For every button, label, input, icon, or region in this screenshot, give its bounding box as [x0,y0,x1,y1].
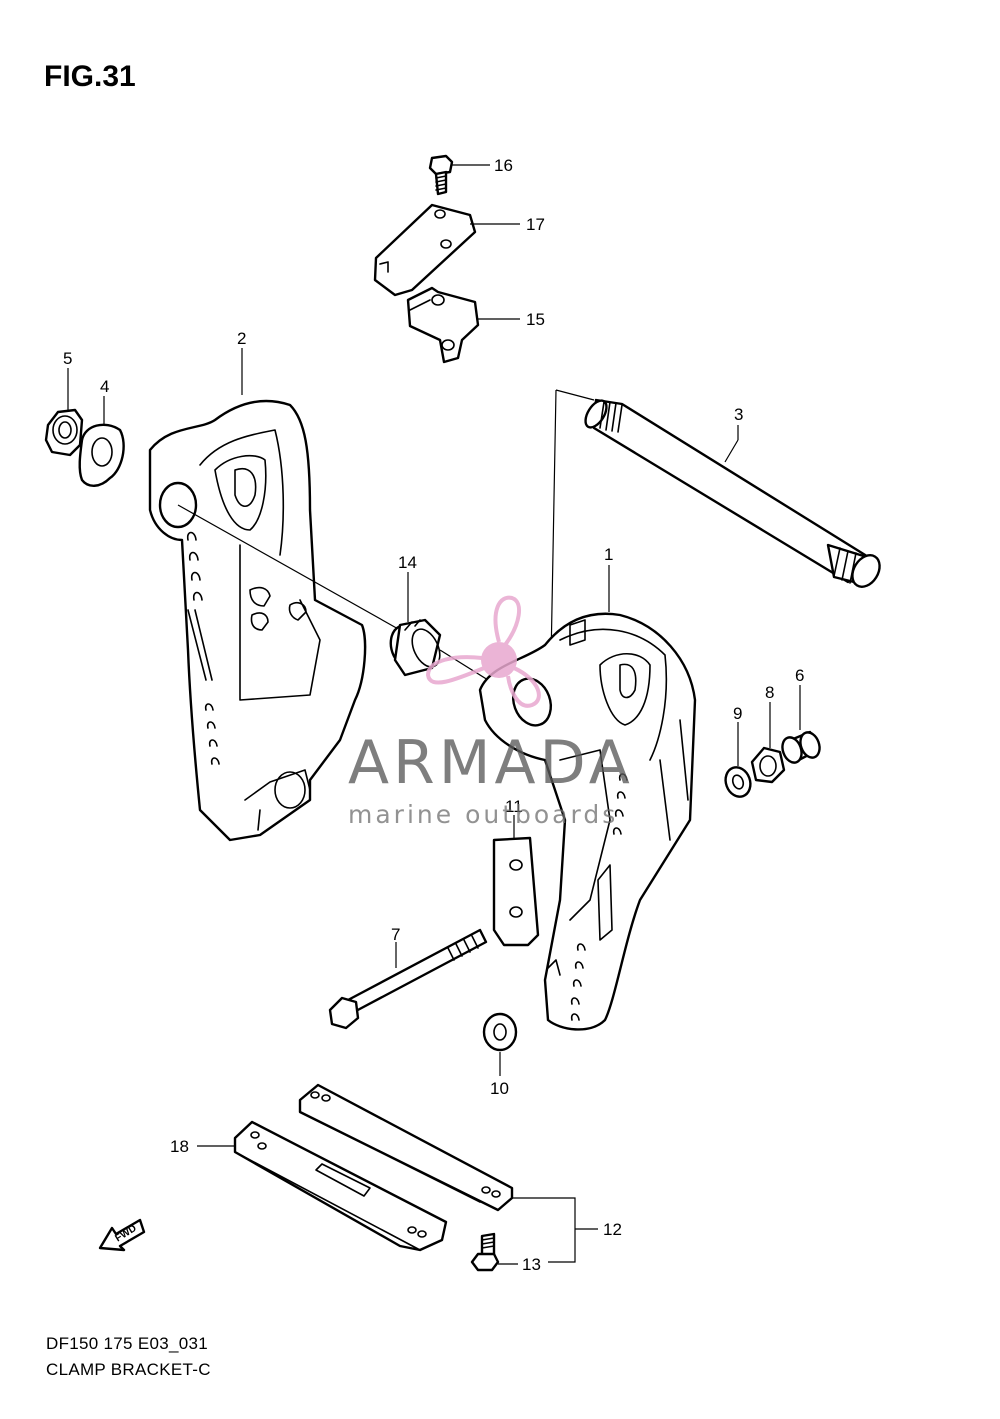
part-2-clamp-bracket [148,399,367,842]
part-9-washer [724,766,752,798]
part-10-washer [482,1012,518,1052]
callout-1: 1 [604,545,613,564]
callout-12: 12 [603,1220,622,1239]
part-11-spacer-plate [492,836,540,947]
part-18-pad [233,1120,448,1252]
callout-8: 8 [765,683,774,702]
diagram-caption: CLAMP BRACKET-C [46,1360,211,1379]
part-3-shaft [584,398,881,588]
part-14-bushing [389,618,442,677]
callout-16: 16 [494,156,513,175]
watermark-brand: ARMADA [348,728,634,798]
figure-title: FIG.31 [44,60,136,93]
callout-labels: 1 2 3 4 5 6 7 8 9 10 11 12 13 14 15 16 1… [63,156,804,1274]
callout-4: 4 [100,377,109,396]
callout-6: 6 [795,666,804,685]
part-7-bolt [328,928,488,1030]
callout-11: 11 [505,797,523,816]
part-4-gasket [78,423,125,487]
watermark-tagline: marine outboards [348,800,619,829]
watermark-logo-icon [425,595,541,708]
callout-10: 10 [490,1079,509,1098]
callout-9: 9 [733,704,742,723]
fwd-arrow-icon: FWD [98,1218,146,1252]
part-5-nut [44,408,84,457]
part-8-nut [750,746,786,784]
callout-2: 2 [237,329,246,348]
leader-lines [67,164,801,1265]
callout-3: 3 [734,405,743,424]
callout-13: 13 [522,1255,541,1274]
callout-5: 5 [63,349,72,368]
part-17-plate [373,203,477,297]
part-6-collar [781,730,821,764]
part-13-bolt [470,1232,500,1272]
callout-18: 18 [170,1137,189,1156]
diagram-code: DF150 175 E03_031 [46,1334,209,1353]
callout-14: 14 [398,553,417,572]
callout-17: 17 [526,215,545,234]
part-15-bracket [406,286,480,364]
part-1-clamp-bracket [478,612,697,1031]
part-16-bolt [428,154,454,196]
callout-15: 15 [526,310,545,329]
callout-7: 7 [391,925,400,944]
